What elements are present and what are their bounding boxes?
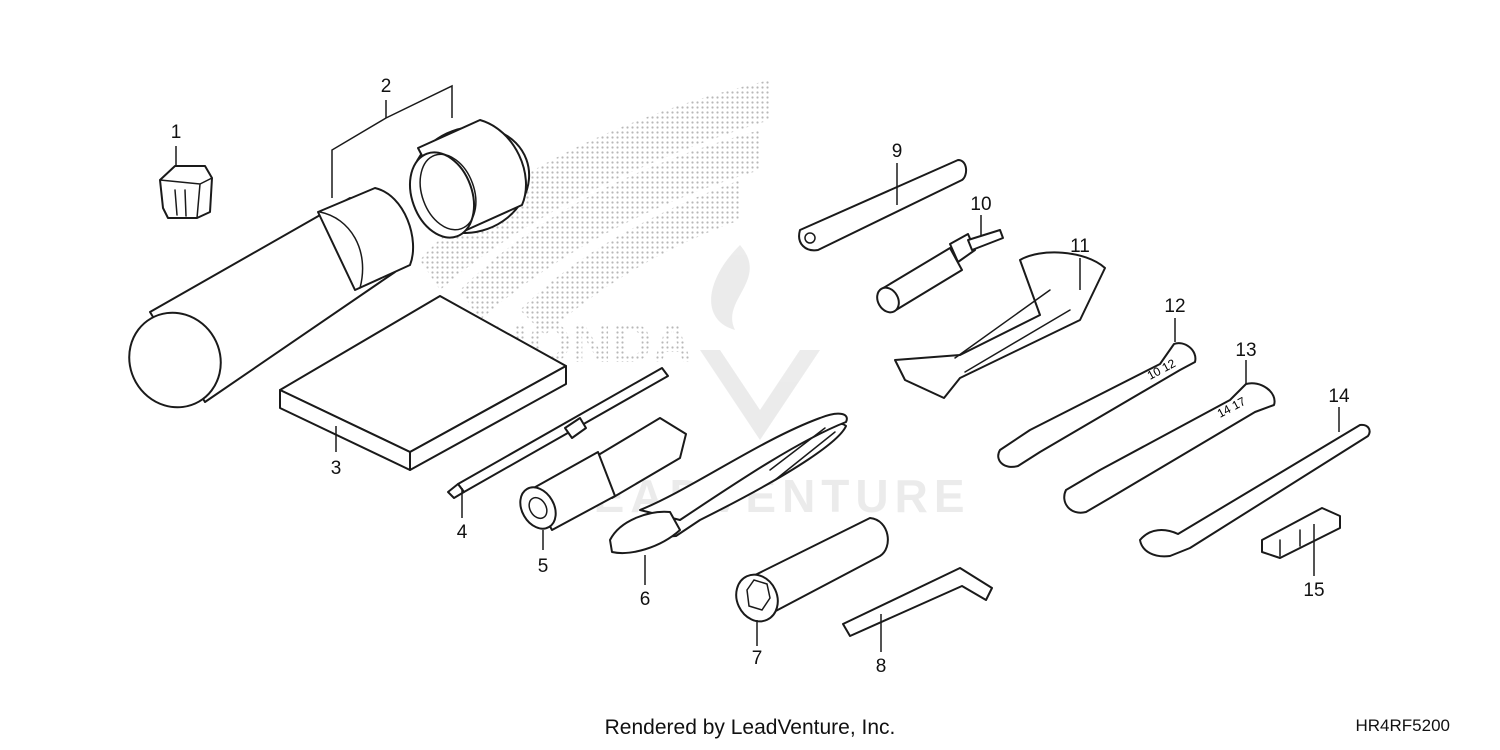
- part-2-tool-case-cap: [409, 119, 531, 239]
- callout-13: 13: [1235, 340, 1256, 361]
- part-11-box-wrench: [894, 251, 1106, 399]
- callout-15: 15: [1303, 580, 1324, 601]
- callout-10: 10: [970, 194, 991, 215]
- part-13-wrench: 14 17: [1063, 382, 1276, 514]
- part-7-plug-wrench: [735, 517, 889, 623]
- callout-1: 1: [171, 122, 182, 143]
- diagram-code: HR4RF5200: [1355, 716, 1451, 735]
- part-8-hex-key: [842, 567, 993, 637]
- callout-6: 6: [640, 589, 651, 610]
- callout-3: 3: [331, 458, 342, 479]
- callout-4: 4: [457, 522, 468, 543]
- part-1-fuse: [159, 165, 213, 219]
- callout-8: 8: [876, 656, 887, 677]
- part-9-spanner: [798, 159, 968, 252]
- callout-14: 14: [1328, 386, 1350, 407]
- part-3-manual: [279, 295, 567, 471]
- part-2-tool-case: [128, 187, 415, 409]
- part-14-rod-wrench: [1139, 423, 1371, 558]
- callout-2: 2: [381, 76, 392, 97]
- part-15-clip: [1261, 507, 1341, 559]
- callout-11: 11: [1070, 236, 1090, 257]
- callout-5: 5: [538, 556, 549, 577]
- callout-numbers: 1 2 3 4 5 6 7 8 9 10 11 12 13 14 15: [171, 76, 1350, 677]
- part-5-screwdriver-handle: [519, 417, 687, 531]
- callout-12: 12: [1164, 296, 1185, 317]
- callout-7: 7: [752, 648, 763, 669]
- rendered-by-credit: Rendered by LeadVenture, Inc.: [604, 716, 896, 739]
- part-6-pliers: [609, 412, 848, 554]
- honda-wing-watermark: HONDA: [420, 80, 770, 374]
- callout-9: 9: [892, 141, 903, 162]
- leader-lines: [175, 84, 1340, 652]
- part-10-extension-bar: [876, 229, 1004, 314]
